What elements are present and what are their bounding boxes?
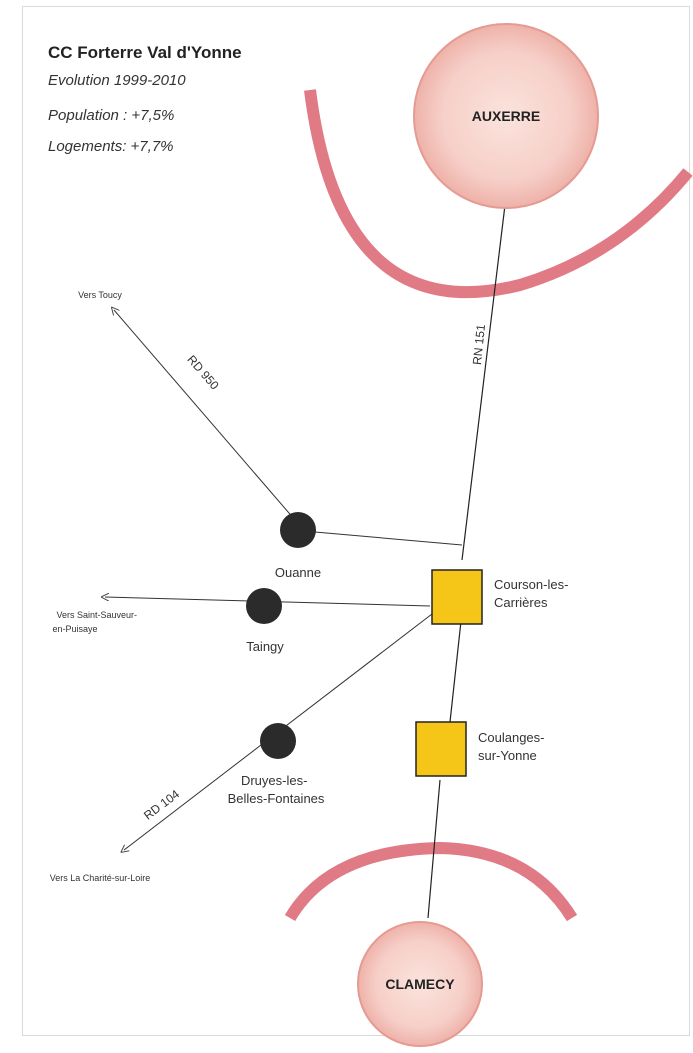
druyes-dot [260,723,296,759]
clamecy-influence-arc [284,841,578,922]
auxerre-label: AUXERRE [472,108,540,124]
rd950-label: RD 950 [184,352,221,392]
rd950-road [114,310,296,521]
courson-label-line1: Courson-les- [494,577,568,592]
druyes-label-line1: Druyes-les- [241,773,307,788]
logements-change: Logements: +7,7% [48,138,174,155]
ouanne-label: Ouanne [275,565,321,580]
dest-saint-sauveur-line1: Vers Saint-Sauveur- [56,610,137,620]
druyes-label-line2: Belles-Fontaines [228,791,325,806]
rd104-label: RD 104 [141,787,182,823]
druyes-label: Druyes-les- Belles-Fontaines [228,773,325,806]
coulanges-label-line1: Coulanges- [478,730,545,745]
rn151-road-mid [449,611,463,723]
rn151-road-south [427,779,441,919]
population-change: Population : +7,5% [48,107,174,124]
coulanges-hub [415,721,467,777]
ouanne-dot [280,512,316,548]
coulanges-label: Coulanges- sur-Yonne [478,730,548,763]
rn151-road-north [461,204,506,561]
courson-label-line2: Carrières [494,595,548,610]
ouanne-link [314,531,463,546]
auxerre-circle [413,23,599,209]
coulanges-label-line2: sur-Yonne [478,748,537,763]
clamecy-label: CLAMECY [385,976,455,992]
courson-hub [431,569,483,625]
auxerre-influence-arc [304,89,693,299]
courson-label: Courson-les- Carrières [494,577,572,610]
dest-saint-sauveur: Vers Saint-Sauveur- en-Puisaye [52,610,139,634]
dest-la-charite: Vers La Charité-sur-Loire [50,873,151,883]
evolution-period: Evolution 1999-2010 [48,72,186,89]
dest-toucy: Vers Toucy [78,290,122,300]
dest-saint-sauveur-line2: en-Puisaye [52,624,97,634]
clamecy-circle [357,921,483,1047]
diagram-title: CC Forterre Val d'Yonne [48,43,242,62]
taingy-label: Taingy [246,639,284,654]
rn151-label: RN 151 [470,323,488,365]
image-frame [22,6,690,1036]
taingy-dot [246,588,282,624]
